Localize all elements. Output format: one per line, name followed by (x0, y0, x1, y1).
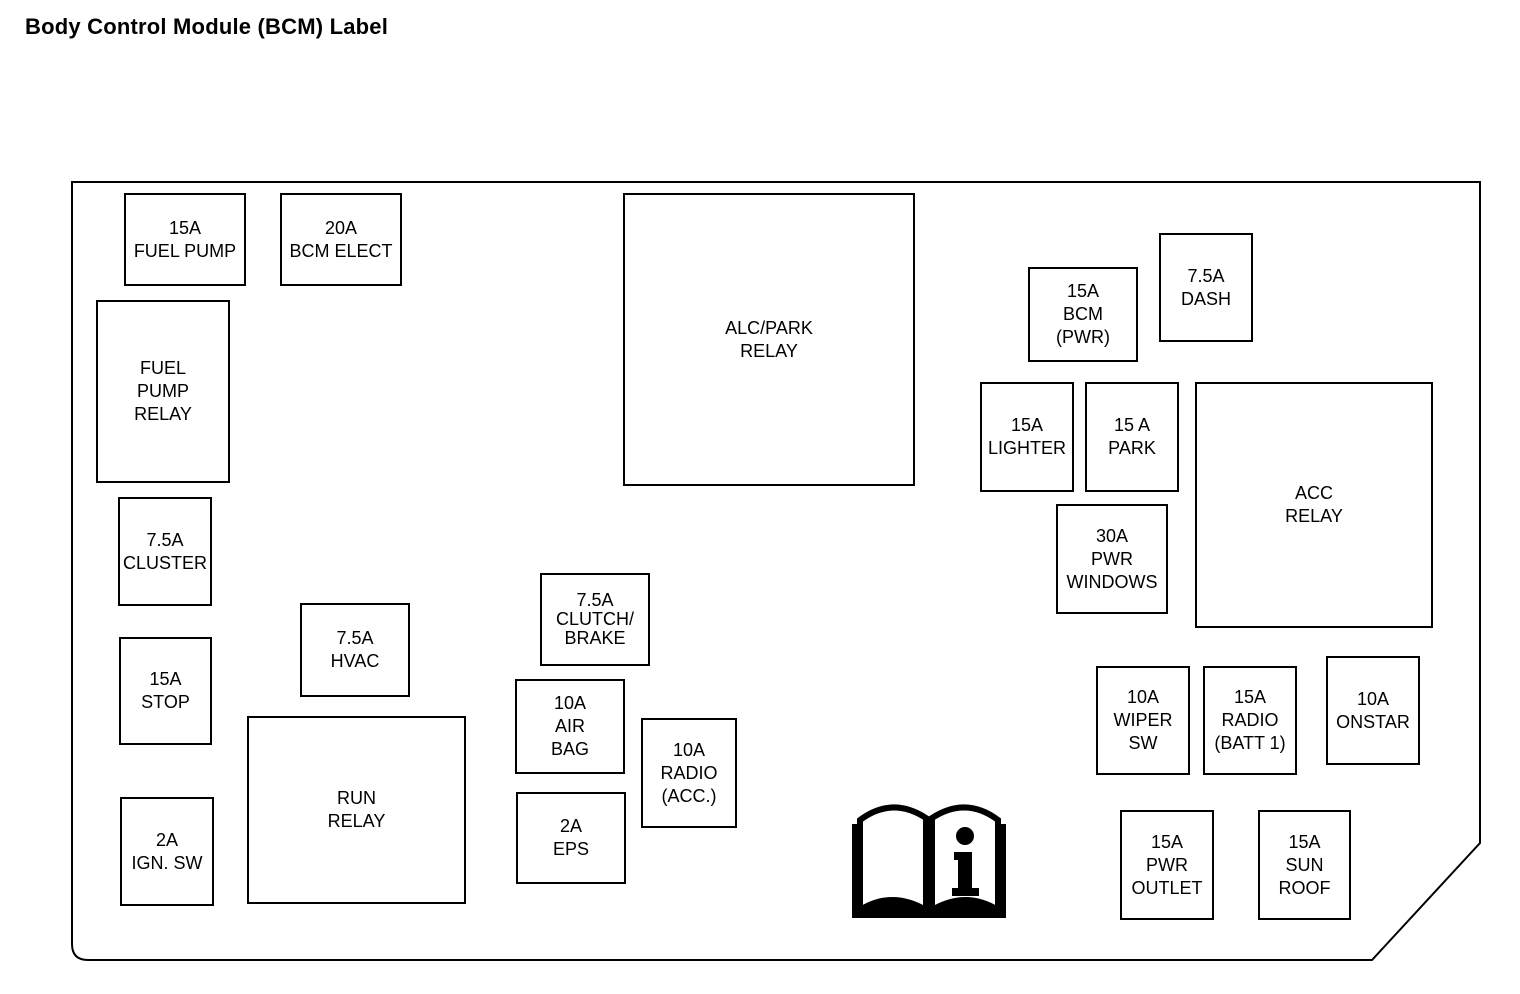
component-label-line: ONSTAR (1336, 711, 1410, 732)
component-label-line: PARK (1108, 438, 1156, 458)
component-label-line: RADIO (1221, 710, 1279, 730)
component-label-line: 7.5A (336, 628, 374, 648)
component-label-line: 15A (1288, 831, 1321, 852)
component-label-line: AIR (554, 716, 585, 736)
component-label-line: 15A (1010, 415, 1044, 435)
component-label-line: (ACC.) (661, 785, 717, 806)
component-label-line: ROOF (1278, 877, 1331, 898)
fuse-radio-batt1: 15A RADIO (BATT 1) (1203, 666, 1297, 775)
component-label-line: PWR (1091, 548, 1133, 569)
page-title: Body Control Module (BCM) Label (25, 14, 389, 39)
component-label-line: WIPER (1113, 710, 1173, 730)
fuse-park: 15 A PARK (1085, 382, 1179, 492)
component-label-line: (BATT 1) (1214, 733, 1286, 753)
component-label-line: RELAY (740, 340, 798, 361)
component-label-line: BCM ELECT (289, 240, 393, 261)
component-label-line: 7.5A (146, 529, 184, 550)
fuse-air-bag: 10A AIR BAG (515, 679, 625, 774)
component-label-line: 7.5A (1187, 265, 1225, 286)
component-label-line: 7.5A (576, 590, 614, 610)
component-label-line: 10A (553, 693, 587, 713)
component-label-line: ALC/PARK (725, 317, 813, 338)
component-label-line: SW (1128, 733, 1158, 753)
fuse-lighter: 15A LIGHTER (980, 382, 1074, 492)
component-label-line: 30A (1095, 525, 1129, 546)
component-label-line: SUN (1285, 854, 1324, 875)
component-label-line: RADIO (660, 762, 718, 783)
component-label-line: HVAC (330, 651, 380, 671)
component-label-line: 15A (1150, 831, 1184, 852)
fuse-hvac: 7.5A HVAC (300, 603, 410, 697)
component-label-line: OUTLET (1131, 877, 1203, 898)
component-label-line: FUEL (139, 358, 186, 378)
component-label-line: (PWR) (1056, 327, 1110, 347)
fuse-stop: 15A STOP (119, 637, 212, 745)
component-label-line: WINDOWS (1066, 571, 1158, 592)
component-label-line: STOP (141, 692, 190, 712)
component-label-line: DASH (1180, 288, 1231, 309)
component-label-line: CLUTCH/ (555, 609, 634, 629)
component-label-line: 10A (1356, 688, 1390, 709)
fuse-bcm-pwr: 15A BCM (PWR) (1028, 267, 1138, 362)
relay-acc: ACC RELAY (1195, 382, 1433, 628)
owner-manual-info-icon (852, 804, 1006, 918)
component-label-line: 15A (149, 669, 182, 689)
relay-run: RUN RELAY (247, 716, 466, 904)
component-label-line: 15 A (1113, 415, 1151, 435)
component-label-line: ACC (1294, 483, 1333, 503)
component-label-line: 20A (324, 217, 358, 238)
component-label-line: RELAY (327, 811, 386, 831)
component-label-line: PUMP (136, 381, 189, 401)
component-label-line: BAG (550, 739, 589, 759)
component-label-line: CLUSTER (122, 552, 207, 573)
component-label-line: 10A (672, 739, 706, 760)
relay-fuel-pump: FUEL PUMP RELAY (96, 300, 230, 483)
component-label-line: RELAY (1285, 506, 1343, 526)
component-label-line: LIGHTER (987, 438, 1066, 458)
component-label-line: 2A (559, 816, 583, 836)
component-label-line: 15A (1066, 281, 1100, 301)
component-label-line: 15A (1233, 687, 1267, 707)
component-label-line: 2A (155, 829, 179, 850)
component-label-line: IGN. SW (131, 852, 203, 873)
component-label-line: RUN (337, 788, 376, 808)
component-label-line: BCM (1063, 304, 1103, 324)
component-label-line: RELAY (134, 404, 192, 424)
component-label-line: BRAKE (564, 628, 626, 648)
component-label-line: PWR (1146, 854, 1188, 875)
component-label-line: EPS (552, 839, 590, 859)
component-label-line: 10A (1126, 687, 1160, 707)
fuse-wiper-sw: 10A WIPER SW (1096, 666, 1190, 775)
component-label-line: FUEL PUMP (133, 240, 237, 261)
component-label-line: 15A (168, 217, 202, 238)
fuse-eps: 2A EPS (516, 792, 626, 884)
